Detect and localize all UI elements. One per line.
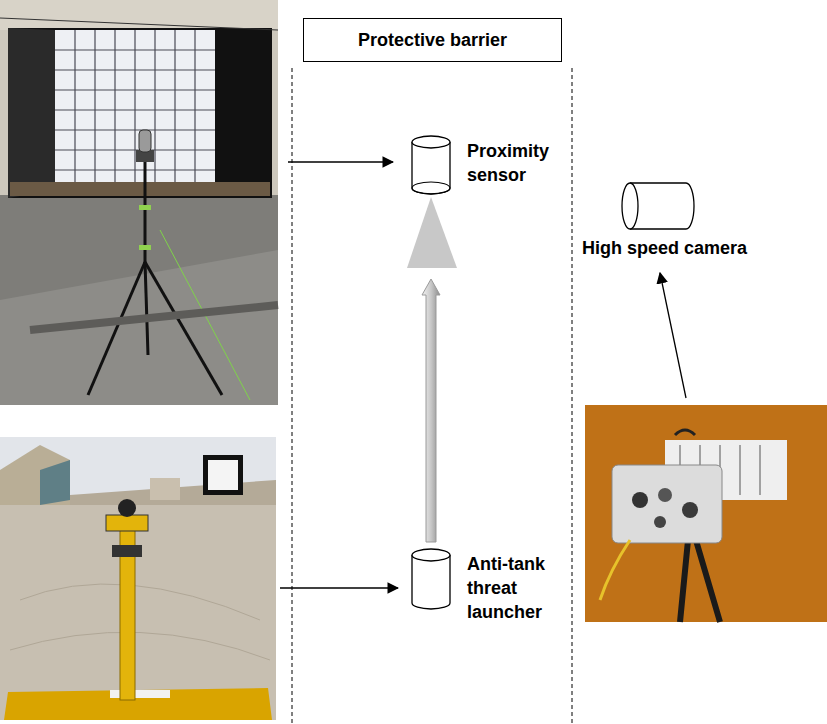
sensor-photo <box>0 18 278 30</box>
cylinder-top <box>412 549 450 561</box>
sensor-icon <box>405 135 463 271</box>
launcher-photo <box>0 445 70 515</box>
node-label: Protective barrier <box>322 28 543 52</box>
barrier-line <box>292 68 572 724</box>
launcher-photo <box>110 690 170 698</box>
hollow-arrow <box>422 279 440 542</box>
sensor-photo <box>55 30 215 190</box>
camera-photo <box>682 502 698 518</box>
sensor-photo <box>55 49 215 50</box>
sensor-photo <box>145 262 148 355</box>
barrier-box: Protective barrier <box>303 18 562 62</box>
launcher-photo <box>150 478 180 500</box>
launcher-node: Anti-tank threat launcher <box>405 548 579 624</box>
sensor-cone <box>407 197 457 268</box>
cylinder-top <box>622 183 638 229</box>
sensor-photo <box>139 205 151 210</box>
sensor-photo <box>55 169 215 170</box>
cylinder-symbol <box>412 549 450 609</box>
cylinder-body <box>630 183 694 229</box>
cylinder-symbol <box>412 136 450 194</box>
camera-photo <box>740 445 741 495</box>
sensor-node: Proximity sensor <box>405 135 579 271</box>
sensor-photo <box>55 129 215 130</box>
launcher-photo <box>118 499 136 517</box>
sensor-photo <box>145 262 222 395</box>
camera-photo <box>612 465 722 543</box>
launcher-photo <box>208 460 238 490</box>
launcher-photo <box>40 460 70 505</box>
node-label: Proximity sensor <box>467 139 579 187</box>
sensor-photo <box>139 130 151 152</box>
leader-arrow <box>280 587 398 588</box>
launcher-photo <box>0 437 276 720</box>
sensor-photo <box>55 149 215 150</box>
cylinder-top <box>412 136 450 148</box>
sensor-photo <box>30 305 278 330</box>
sensor-photo <box>55 109 215 110</box>
sensor-photo <box>55 30 215 190</box>
sensor-photo <box>139 245 151 250</box>
camera-photo <box>658 488 672 502</box>
sensor-photo <box>0 0 278 405</box>
sensor-photo <box>10 182 270 196</box>
launcher-icon <box>405 548 463 612</box>
launcher-photo <box>10 632 270 660</box>
launcher-photo <box>112 545 142 557</box>
camera-icon <box>582 180 822 232</box>
cylinder-symbol <box>622 183 694 229</box>
sensor-photo <box>8 28 272 198</box>
sensor-photo <box>88 160 222 395</box>
camera-photo <box>654 516 666 528</box>
sensor-photo <box>55 89 215 90</box>
launcher-photo <box>0 437 276 720</box>
launcher-photo <box>106 515 148 531</box>
camera-photo <box>632 492 648 508</box>
leader-arrow <box>280 162 686 588</box>
camera-node: High speed camera <box>582 180 822 260</box>
camera-photo <box>600 540 630 600</box>
leader-arrow <box>288 161 393 162</box>
leader-arrow <box>660 273 686 398</box>
node-label: High speed camera <box>582 236 747 260</box>
sensor-photo <box>0 250 278 405</box>
sensor-photo <box>0 0 278 30</box>
launcher-photo <box>203 455 243 495</box>
sensor-photo <box>88 262 145 395</box>
barrier-line <box>572 68 573 724</box>
sensor-photo <box>0 195 278 405</box>
sensor-photo <box>55 69 215 70</box>
cylinder-body <box>412 142 450 194</box>
cylinder-body <box>412 555 450 609</box>
cylinder-bottom <box>412 182 450 194</box>
camera-photo <box>675 430 695 435</box>
launcher-photo <box>20 584 260 620</box>
sensor-photo <box>8 28 55 198</box>
launcher-photo <box>10 584 270 660</box>
camera-photo <box>760 445 761 495</box>
launcher-photo <box>4 688 272 720</box>
node-label: Anti-tank threat launcher <box>467 552 579 624</box>
launcher-photo <box>0 505 276 720</box>
sensor-photo <box>0 0 278 405</box>
camera-photo <box>585 405 827 622</box>
camera-photo <box>585 405 827 622</box>
barrier-line <box>292 68 293 724</box>
